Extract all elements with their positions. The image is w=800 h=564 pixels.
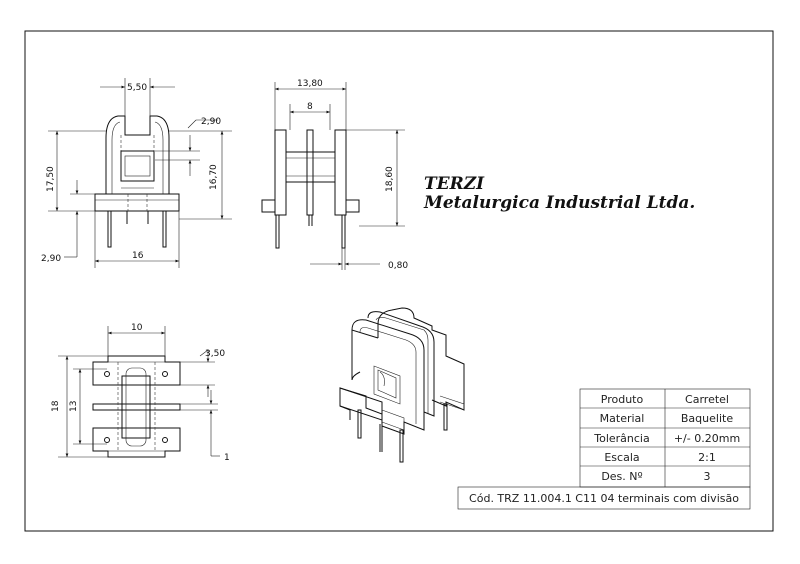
dim-top-offset: 3,50 [205, 349, 225, 359]
top-view: 10 3,50 18 13 1 [51, 323, 230, 463]
front-view: 5,50 2,90 17,50 16,70 2,90 16 [41, 78, 232, 268]
side-view: 13,80 8 18,60 0,80 [261, 79, 408, 271]
drawing-border [24, 30, 774, 532]
dim-front-base-offset: 2,90 [41, 254, 61, 264]
title-block-code: Cód. TRZ 11.004.1 C11 04 terminais com d… [469, 492, 739, 505]
dim-front-slot: 2,90 [201, 117, 221, 127]
dim-top-height-outer: 18 [51, 400, 61, 412]
title-block-label-tolerance: Tolerância [593, 432, 649, 445]
dim-front-top-width: 5,50 [127, 83, 147, 93]
company-name: TERZI [424, 174, 485, 194]
title-block-value-tolerance: +/- 0.20mm [674, 432, 740, 445]
dim-side-overall-width: 13,80 [297, 79, 323, 89]
company-subtitle: Metalurgica Industrial Ltda. [423, 193, 695, 213]
dim-front-height-right: 16,70 [209, 164, 219, 190]
title-block-value-drawing-number: 3 [704, 470, 711, 483]
dim-front-base-width: 16 [132, 251, 144, 261]
dim-side-height: 18,60 [385, 166, 395, 192]
title-block-value-material: Baquelite [681, 412, 733, 425]
dim-top-gap: 1 [224, 453, 230, 463]
dim-top-width: 10 [131, 323, 143, 333]
dim-side-inner-width: 8 [307, 102, 313, 112]
dim-side-pin: 0,80 [388, 261, 408, 271]
title-block-label-scale: Escala [604, 451, 639, 464]
title-block-value-product: Carretel [685, 393, 729, 406]
title-block-label-product: Produto [601, 393, 644, 406]
title-block-label-drawing-number: Des. Nº [601, 470, 642, 483]
dim-front-height-left: 17,50 [46, 166, 56, 192]
isometric-view [339, 307, 465, 463]
title-block: Produto Carretel Material Baquelite Tole… [457, 388, 751, 510]
title-block-label-material: Material [600, 412, 645, 425]
title-block-value-scale: 2:1 [698, 451, 716, 464]
dim-top-height-inner: 13 [69, 401, 79, 412]
